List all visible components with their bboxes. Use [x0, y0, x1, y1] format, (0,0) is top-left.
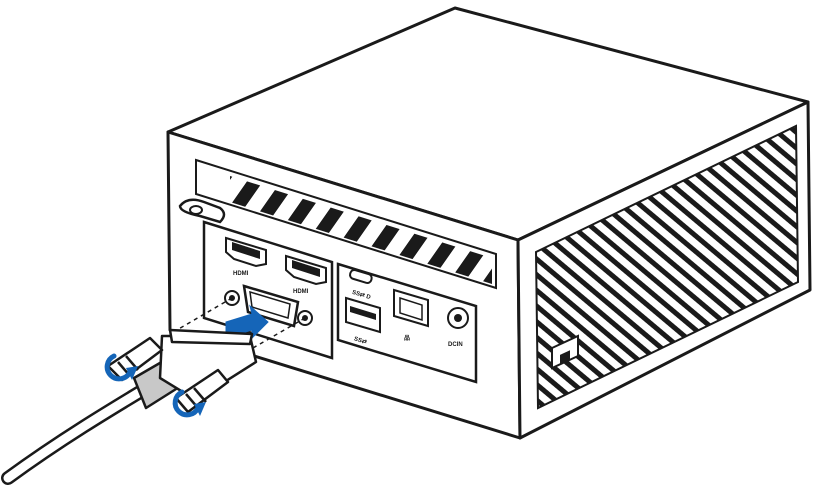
dc-in-port[interactable]: DCIN [447, 307, 469, 348]
front-vent-grille [195, 158, 497, 290]
lan-label: 品 [404, 334, 410, 342]
kensington-lock-icon [551, 334, 579, 370]
dcin-label: DCIN [448, 342, 463, 348]
alignment-guides [169, 297, 306, 353]
usb-a-label: SS⇄ [353, 334, 368, 345]
port-panel-right [336, 262, 478, 384]
hdmi-2-label: HDMI [293, 289, 309, 295]
usb-a-port[interactable]: SS⇄ [345, 296, 381, 346]
tighten-screw-arrow-icon [104, 353, 138, 382]
hdmi-port-2[interactable]: HDMI [285, 254, 327, 295]
usb-c-port-icon [349, 268, 373, 285]
vga-port[interactable] [224, 284, 313, 328]
side-vent-grille [534, 124, 800, 410]
mount-bracket-icon [178, 198, 226, 224]
hdmi-1-label: HDMI [233, 271, 249, 277]
ethernet-port[interactable]: 品 [393, 288, 429, 342]
hdmi-port-1[interactable]: HDMI [225, 236, 267, 277]
vga-cable-icon [1, 328, 258, 485]
tighten-screw-arrow-icon [172, 389, 206, 418]
